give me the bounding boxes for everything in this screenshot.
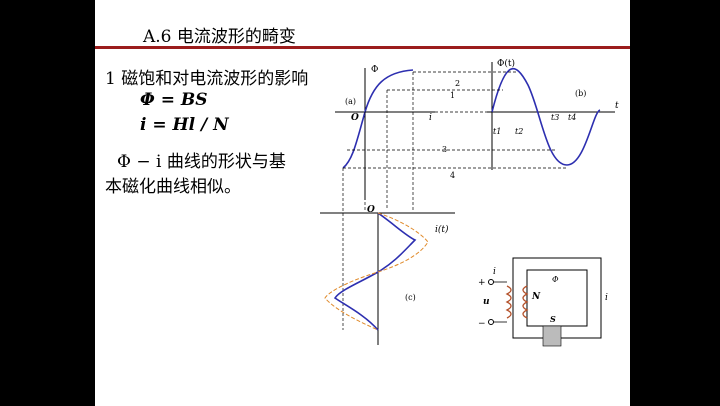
- circuit-s-label: S: [550, 314, 556, 324]
- equation-current: i = Hl / N: [140, 115, 229, 135]
- step-3: 3: [442, 145, 447, 154]
- label-a: (a): [345, 97, 356, 106]
- terminal-minus: [488, 319, 494, 325]
- circuit-phi-label: Φ: [552, 275, 559, 284]
- label-b: (b): [575, 89, 586, 98]
- t-axis-label: t: [615, 101, 619, 111]
- t4-label: t4: [568, 113, 576, 122]
- t1-label: t1: [493, 127, 501, 136]
- sinusoidal-reference-wave: [324, 212, 429, 331]
- circuit-u-label: u: [483, 297, 490, 307]
- phi-t-axis-label: Φ(t): [497, 58, 515, 69]
- phi-axis-label: Φ: [371, 65, 378, 75]
- t2-label: t2: [515, 127, 523, 136]
- circuit-loop-i-label: i: [605, 293, 608, 303]
- i-axis-label: i: [429, 113, 432, 123]
- i-t-axis-label: i(t): [435, 224, 449, 235]
- t3-label: t3: [551, 113, 559, 122]
- plus-label: +: [478, 278, 486, 288]
- circuit-n-label: N: [531, 292, 541, 302]
- step-2-upper: 2: [455, 79, 460, 88]
- magnetization-diagram: Φ O i (a) Φ(t) t (b) t1 t2 t3 t4 2 1 3: [320, 58, 619, 347]
- body-text-line2: 本磁化曲线相似。: [105, 177, 241, 197]
- core-section: [542, 325, 562, 347]
- step-4: 4: [450, 171, 455, 180]
- step-1-upper: 1: [450, 91, 455, 100]
- coil-winding: [505, 285, 529, 319]
- terminal-plus: [488, 279, 494, 285]
- slide: A.6 电流波形的畸变 1 磁饱和对电流波形的影响 Φ = BS i = Hl …: [95, 0, 630, 406]
- title-rule: [95, 46, 630, 49]
- section-heading: 1 磁饱和对电流波形的影响: [105, 69, 309, 89]
- distorted-current-wave: [333, 212, 417, 331]
- body-text-line1: Φ − i 曲线的形状与基: [117, 152, 286, 172]
- slide-title: A.6 电流波形的畸变: [143, 27, 296, 47]
- minus-label: −: [478, 319, 486, 329]
- flux-sine-wave: [491, 67, 601, 166]
- origin-c: O: [367, 205, 375, 215]
- equation-flux: Φ = BS: [140, 90, 208, 110]
- circuit-i-label: i: [493, 267, 496, 277]
- origin-a: O: [351, 113, 359, 123]
- label-c: (c): [405, 293, 416, 302]
